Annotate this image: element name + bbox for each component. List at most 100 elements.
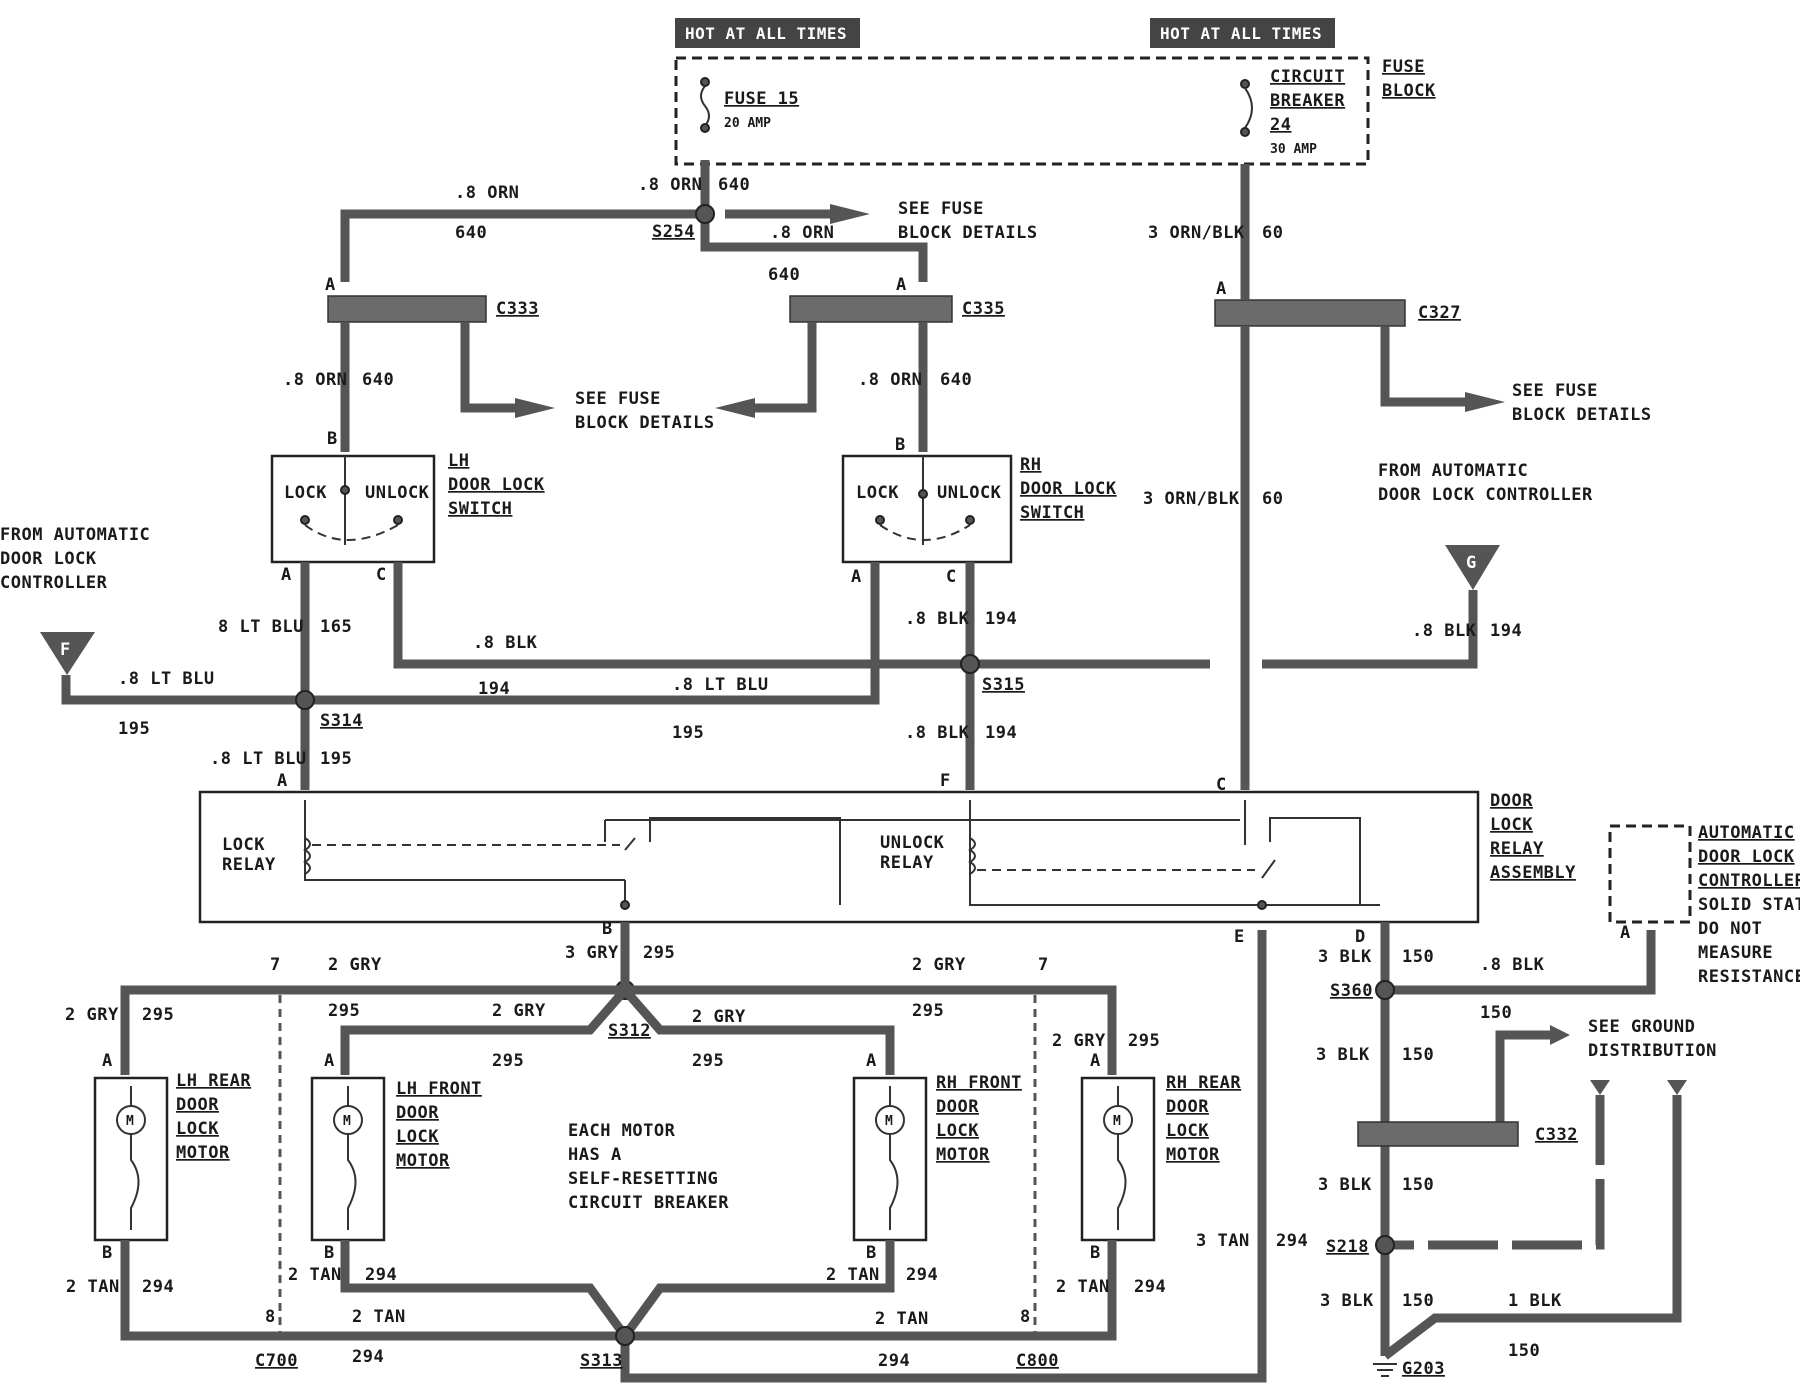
svg-text:M: M xyxy=(885,1114,893,1129)
label-295-lh-rear: 295 xyxy=(142,1005,174,1025)
label-2gry-s312-l: 2 GRY xyxy=(492,1001,546,1021)
fuse-15-icon xyxy=(700,77,710,133)
label-08orn-top: .8 ORN xyxy=(455,183,519,203)
pin-c-relay: C xyxy=(1216,775,1227,795)
lh-front-door-lock-motor: A M B xyxy=(310,1051,386,1263)
lh-rear-title-4: MOTOR xyxy=(176,1143,230,1163)
controller-line3: CONTROLLER xyxy=(1698,871,1800,891)
label-2tan-s313-r: 2 TAN xyxy=(875,1309,929,1329)
pin-8-left: 8 xyxy=(265,1307,276,1327)
block-details-3: BLOCK DETAILS xyxy=(1512,405,1652,425)
rh-front-title-2: DOOR xyxy=(936,1097,979,1117)
label-294-e: 294 xyxy=(1276,1231,1308,1251)
rh-rear-title-4: MOTOR xyxy=(1166,1145,1220,1165)
label-08blk-ctrl: .8 BLK xyxy=(1480,955,1545,975)
controller-line2: DOOR LOCK xyxy=(1698,847,1795,867)
label-295-rr: 295 xyxy=(1128,1031,1160,1051)
rh-rear-door-lock-motor: A M B xyxy=(1080,1051,1156,1263)
svg-text:B: B xyxy=(866,1243,877,1263)
label-294-rr: 294 xyxy=(1134,1277,1166,1297)
connector-c332 xyxy=(1357,1121,1519,1147)
pin-b-rh: B xyxy=(895,435,906,455)
label-08blk-rh: .8 BLK xyxy=(905,609,970,629)
svg-text:B: B xyxy=(1090,1243,1101,1263)
relay-title-4: ASSEMBLY xyxy=(1490,863,1576,883)
see-ground-2: DISTRIBUTION xyxy=(1588,1041,1717,1061)
label-2tan-rf: 2 TAN xyxy=(826,1265,880,1285)
relay-title-2: LOCK xyxy=(1490,815,1533,835)
label-295-b: 295 xyxy=(643,943,675,963)
wire-1blk-ground xyxy=(1382,1095,1682,1360)
label-150-c332: 150 xyxy=(1402,1045,1434,1065)
label-294-s313-l: 294 xyxy=(352,1347,384,1367)
label-2gry-s312-r: 2 GRY xyxy=(692,1007,746,1027)
label-295-mid-r: 295 xyxy=(912,1001,944,1021)
rh-front-door-lock-motor: A M B xyxy=(852,1051,928,1263)
label-c700: C700 xyxy=(255,1351,298,1371)
rh-switch-lock-label: LOCK xyxy=(856,483,899,503)
lock-relay-label-2: RELAY xyxy=(222,855,276,875)
wire-640-to-c335 xyxy=(700,214,928,282)
label-2gry-rr: 2 GRY xyxy=(1052,1031,1106,1051)
label-3ornblk-top: 3 ORN/BLK xyxy=(1148,223,1245,243)
lh-front-title-2: DOOR xyxy=(396,1103,439,1123)
flag-g-icon: G xyxy=(1445,545,1500,590)
wire-294-relay-e xyxy=(620,930,1267,1383)
wire-c327-see-fuse xyxy=(1380,326,1465,407)
label-s360: S360 xyxy=(1330,981,1373,1001)
wire-294-lh-front xyxy=(340,1240,629,1339)
label-2tan-lf: 2 TAN xyxy=(288,1265,342,1285)
wire-294-rh-rear xyxy=(625,1240,1117,1341)
note-line1: EACH MOTOR xyxy=(568,1121,676,1141)
label-3gry: 3 GRY xyxy=(565,943,619,963)
lock-relay-coil xyxy=(303,837,311,875)
label-c800: C800 xyxy=(1016,1351,1059,1371)
rh-rear-title-2: DOOR xyxy=(1166,1097,1209,1117)
lh-front-title-4: MOTOR xyxy=(396,1151,450,1171)
wire-195-from-f xyxy=(61,675,305,705)
wire-294-lh-rear xyxy=(120,1240,625,1341)
label-2tan-s313-l: 2 TAN xyxy=(352,1307,406,1327)
label-150-s218: 150 xyxy=(1402,1175,1434,1195)
pin-b-relay: B xyxy=(602,919,613,939)
hot-left-text: HOT AT ALL TIMES xyxy=(685,24,847,43)
label-3blk-c332: 3 BLK xyxy=(1316,1045,1370,1065)
controller-line1: AUTOMATIC xyxy=(1698,823,1795,843)
splice-s315 xyxy=(960,654,980,674)
note-line3: SELF-RESETTING xyxy=(568,1169,718,1189)
lock-relay-contacts xyxy=(604,817,1240,905)
label-150-1blk: 150 xyxy=(1508,1341,1540,1361)
lh-switch-lock-label: LOCK xyxy=(284,483,327,503)
lh-door-lock-switch xyxy=(270,454,436,564)
rh-switch-title-1: RH xyxy=(1020,455,1041,475)
hot-at-all-times-left: HOT AT ALL TIMES xyxy=(675,18,860,48)
circuit-breaker-24-icon xyxy=(1240,79,1253,137)
pin-c-rh-switch: C xyxy=(946,567,957,587)
svg-text:B: B xyxy=(102,1243,113,1263)
svg-text:B: B xyxy=(324,1243,335,1263)
block-details-1: BLOCK DETAILS xyxy=(898,223,1038,243)
label-g203: G203 xyxy=(1402,1359,1445,1379)
label-8ltblu: 8 LT BLU xyxy=(218,617,304,637)
svg-text:M: M xyxy=(126,1114,134,1129)
wire-194-lh-c-to-rh-a xyxy=(393,562,880,669)
fuse-15-name: FUSE 15 xyxy=(724,89,799,109)
pin-a-relay: A xyxy=(277,771,288,791)
pin-7-left: 7 xyxy=(270,955,281,975)
lh-switch-title-2: DOOR LOCK xyxy=(448,475,545,495)
label-150-g203: 150 xyxy=(1402,1291,1434,1311)
fuse-15-rating: 20 AMP xyxy=(724,116,771,131)
label-2gry-l: 2 GRY xyxy=(328,955,382,975)
label-295-lf: 295 xyxy=(492,1051,524,1071)
label-c335: C335 xyxy=(962,299,1005,319)
label-3blk-s218: 3 BLK xyxy=(1318,1175,1372,1195)
label-c333: C333 xyxy=(496,299,539,319)
label-194-g: 194 xyxy=(1490,621,1522,641)
label-150-s360: 150 xyxy=(1480,1003,1512,1023)
pin-c-lh-switch: C xyxy=(376,565,387,585)
label-s218: S218 xyxy=(1326,1237,1369,1257)
connector-c333 xyxy=(327,295,487,323)
label-s313: S313 xyxy=(580,1351,623,1371)
unlock-relay-coil-wire xyxy=(969,800,1380,906)
